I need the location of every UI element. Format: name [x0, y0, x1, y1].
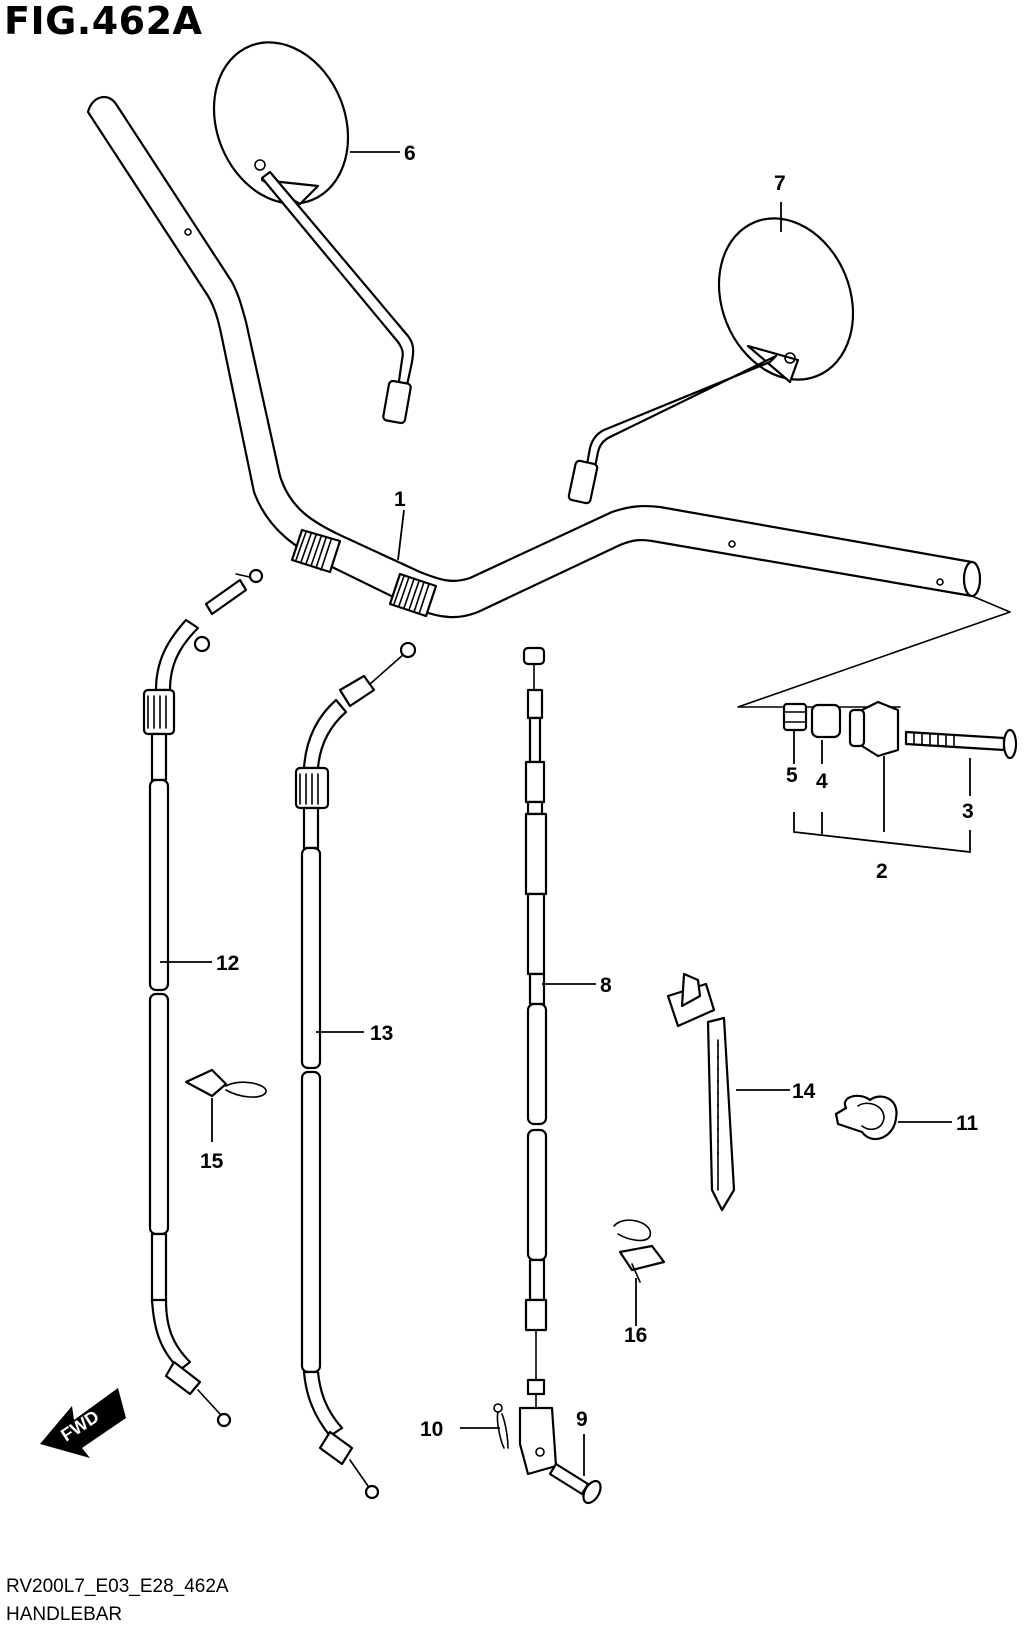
- mirror-right[interactable]: [567, 198, 876, 505]
- callouts: 1 2 3 4 5 6 7 8 9 10 11 12 13 14 15 16: [200, 142, 979, 1441]
- callout-5: 5: [786, 764, 798, 787]
- model-code: RV200L7_E03_E28_462A: [6, 1576, 229, 1597]
- cotter-pin[interactable]: [493, 1403, 509, 1449]
- callout-6: 6: [404, 142, 416, 165]
- wire-clamp-15[interactable]: [184, 1068, 267, 1098]
- callout-13: 13: [370, 1022, 393, 1045]
- spacer[interactable]: [810, 703, 842, 739]
- callout-2: 2: [876, 860, 888, 883]
- callout-4: 4: [816, 770, 828, 793]
- callout-16: 16: [624, 1324, 647, 1347]
- callout-14: 14: [792, 1080, 816, 1103]
- cable-clamp[interactable]: [834, 1094, 898, 1141]
- nut[interactable]: [782, 702, 808, 732]
- callout-1: 1: [394, 488, 406, 511]
- handlebar-grip-marking-left: [290, 528, 342, 574]
- band-clamp[interactable]: [666, 972, 736, 1212]
- cable-clevis[interactable]: [518, 1406, 558, 1476]
- section-name: HANDLEBAR: [6, 1604, 123, 1625]
- fwd-direction-arrow: FWD: [40, 1388, 126, 1458]
- wire-clamp-16[interactable]: [613, 1219, 666, 1283]
- callout-3: 3: [962, 800, 974, 823]
- callout-15: 15: [200, 1150, 224, 1173]
- mirror-left[interactable]: [191, 22, 415, 425]
- figure-title: FIG.462A: [4, 0, 203, 43]
- callout-10: 10: [420, 1418, 443, 1441]
- bolt[interactable]: [904, 728, 1018, 760]
- callout-9: 9: [576, 1408, 588, 1431]
- callout-12: 12: [216, 952, 239, 975]
- callout-8: 8: [600, 974, 612, 997]
- handlebar[interactable]: [86, 95, 982, 619]
- handlebar-grip-marking-right: [388, 572, 438, 618]
- clutch-cable[interactable]: [522, 646, 548, 1409]
- bar-end-weight[interactable]: [848, 700, 900, 758]
- throttle-cable-2[interactable]: [294, 641, 417, 1500]
- leader-lines: [160, 151, 971, 1476]
- callout-11: 11: [956, 1112, 979, 1135]
- clevis-pin[interactable]: [548, 1462, 604, 1506]
- throttle-cable-1[interactable]: [142, 568, 264, 1428]
- callout-7: 7: [774, 172, 786, 195]
- bar-end-assembly-frame: [737, 595, 1011, 708]
